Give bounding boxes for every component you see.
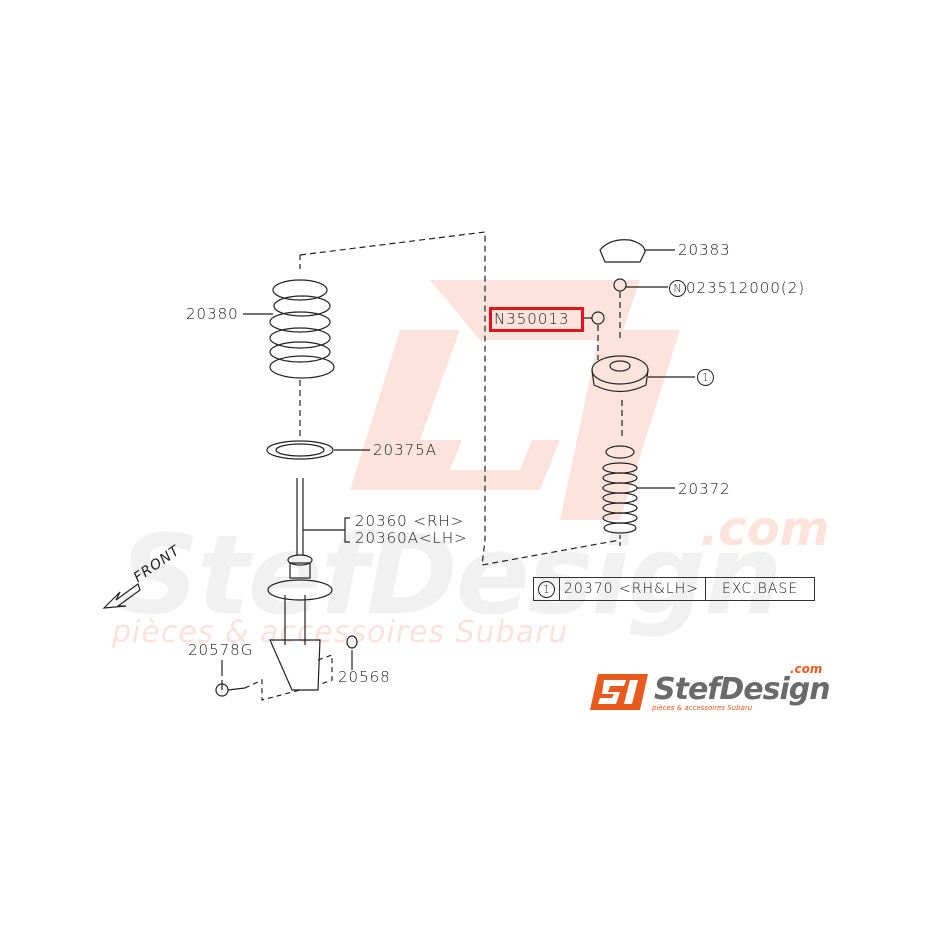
coil-spring-icon [269,279,335,379]
circled-1-icon: 1 [697,369,714,386]
logo-tagline: pièces & accessoires Subaru [652,704,753,712]
note-ref-cell: 1 [534,578,560,600]
circled-n-icon: N [669,279,686,297]
note-condition-cell: EXC.BASE [721,581,799,597]
part-label-20578g[interactable]: 20578G [188,641,254,659]
front-arrow-icon [102,583,141,609]
note-table: 1 20370 <RH&LH> EXC.BASE [533,577,816,601]
watermark-com: .com [700,501,830,557]
part-label-20372[interactable]: 20372 [678,480,731,498]
stefdesign-logo: StefDesign .com pièces & accessoires Sub… [590,662,850,718]
part-label-20383[interactable]: 20383 [678,241,731,259]
highlight-box [489,307,584,332]
logo-name: StefDesign [654,672,831,707]
part-label-023512000[interactable]: N 023512000(2) [669,279,805,297]
part-label-20375a[interactable]: 20375A [373,441,437,459]
part-number: 023512000(2) [686,279,806,297]
watermark-brand: StefDesign [120,511,782,639]
part-label-20360[interactable]: 20360 <RH> [355,512,465,530]
note-part-cell: 20370 <RH&LH> [560,578,706,600]
sj-badge-icon [590,674,648,710]
part-label-20568[interactable]: 20568 [338,668,391,686]
part-label-mount[interactable]: 1 [697,369,714,386]
watermark-tagline: pièces & accessoires Subaru [112,615,569,650]
part-label-20360a[interactable]: 20360A<LH> [355,529,468,547]
logo-com: .com [790,662,823,676]
part-label-20380[interactable]: 20380 [186,305,239,323]
circled-1-icon: 1 [538,580,555,598]
part-label-n350013[interactable]: N350013 [494,310,570,328]
